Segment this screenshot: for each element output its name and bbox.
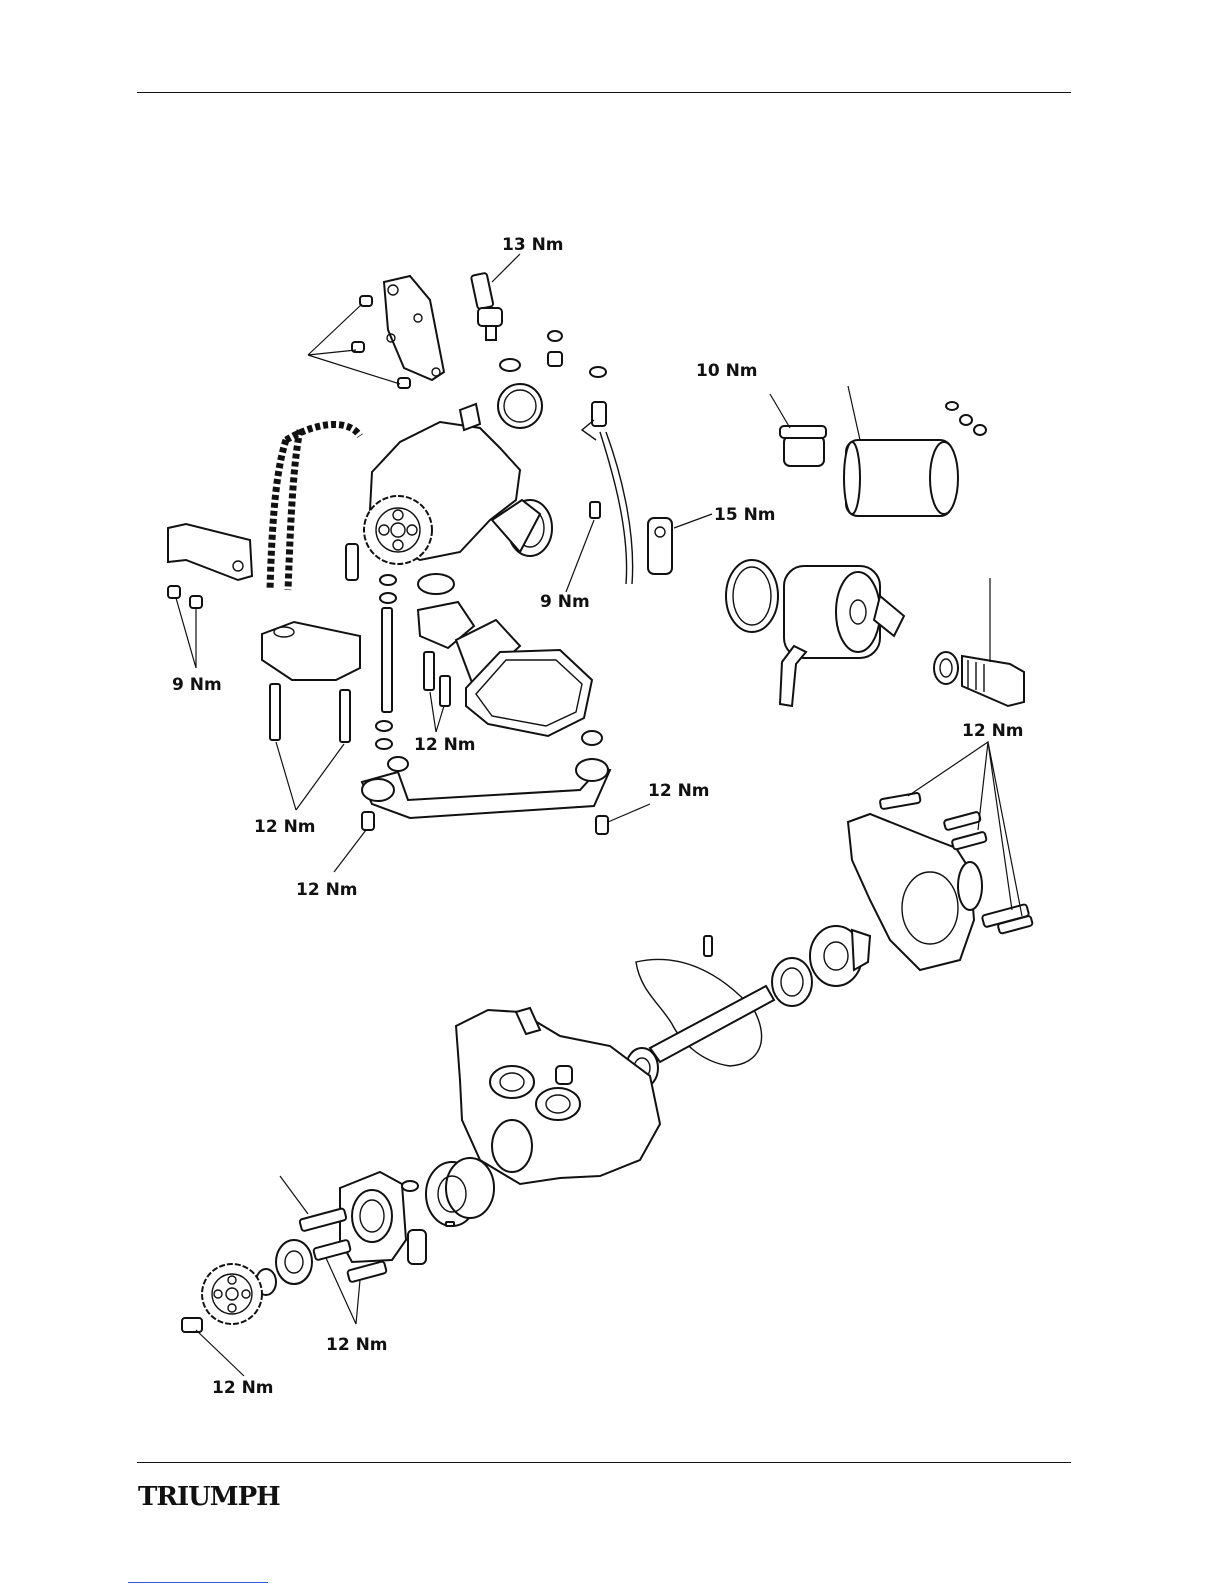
footer-link-underline: [128, 1582, 268, 1583]
oil-cooler-icon: [726, 560, 904, 706]
torque-label: 12 Nm: [326, 1335, 388, 1355]
torque-label: 9 Nm: [172, 675, 222, 695]
cover-plate: [384, 276, 444, 380]
chain-guide: [168, 524, 252, 580]
filter-plug-icon: [946, 402, 986, 435]
torque-label: 12 Nm: [254, 817, 316, 837]
pipe-union-icon: [648, 518, 672, 574]
torque-label: 12 Nm: [414, 735, 476, 755]
pump-shaft: [650, 986, 774, 1062]
torque-label: 10 Nm: [696, 361, 758, 381]
torque-label: 12 Nm: [962, 721, 1024, 741]
filter-adaptor-icon: [780, 426, 826, 466]
torque-label: 12 Nm: [212, 1378, 274, 1398]
sump-baffle: [262, 622, 360, 680]
pressure-switch-icon: [471, 273, 502, 340]
torque-label: 13 Nm: [502, 235, 564, 255]
torque-label: 9 Nm: [540, 592, 590, 612]
torque-label: 15 Nm: [714, 505, 776, 525]
torque-label: 12 Nm: [296, 880, 358, 900]
pump-sprocket-icon: [364, 496, 432, 564]
torque-label: 12 Nm: [648, 781, 710, 801]
brand-logo: TRIUMPH: [138, 1482, 280, 1512]
pump-housing-main: [456, 1008, 660, 1184]
water-pump-impeller: [810, 926, 870, 986]
oil-filter-icon: [844, 440, 958, 516]
footer-rule: [137, 1462, 1071, 1463]
pump-rotor: [426, 1158, 494, 1226]
cooler-bolt-icon: [934, 652, 1024, 706]
lower-sprocket-icon: [202, 1264, 262, 1324]
